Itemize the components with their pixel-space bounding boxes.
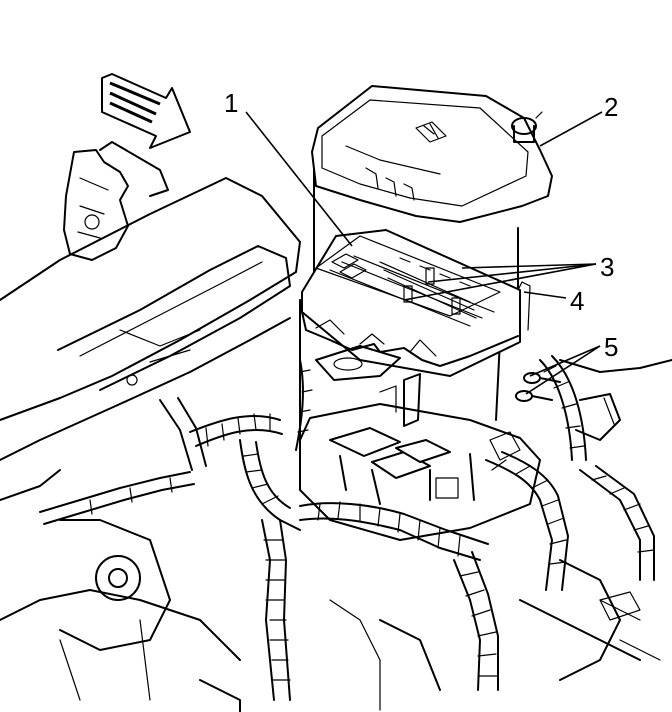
lower-base-connectors xyxy=(299,345,541,541)
wiring-harness-left xyxy=(39,359,489,701)
callout-3: 3 xyxy=(600,252,614,282)
fuse-rows xyxy=(331,253,477,319)
lower-right-structure xyxy=(199,559,661,712)
fuse-block-cover xyxy=(311,85,553,223)
strut-tower xyxy=(59,519,171,651)
left-bracket xyxy=(63,141,169,261)
wiring-harness-right xyxy=(453,355,672,691)
forward-arrow-icon xyxy=(101,73,191,149)
callout-4: 4 xyxy=(570,286,584,316)
frame-rail xyxy=(0,177,301,701)
ground-terminals xyxy=(515,372,561,402)
callout-5: 5 xyxy=(604,332,618,362)
callout-1: 1 xyxy=(224,88,238,118)
callout-2: 2 xyxy=(604,92,618,122)
leader-lines xyxy=(245,111,603,395)
